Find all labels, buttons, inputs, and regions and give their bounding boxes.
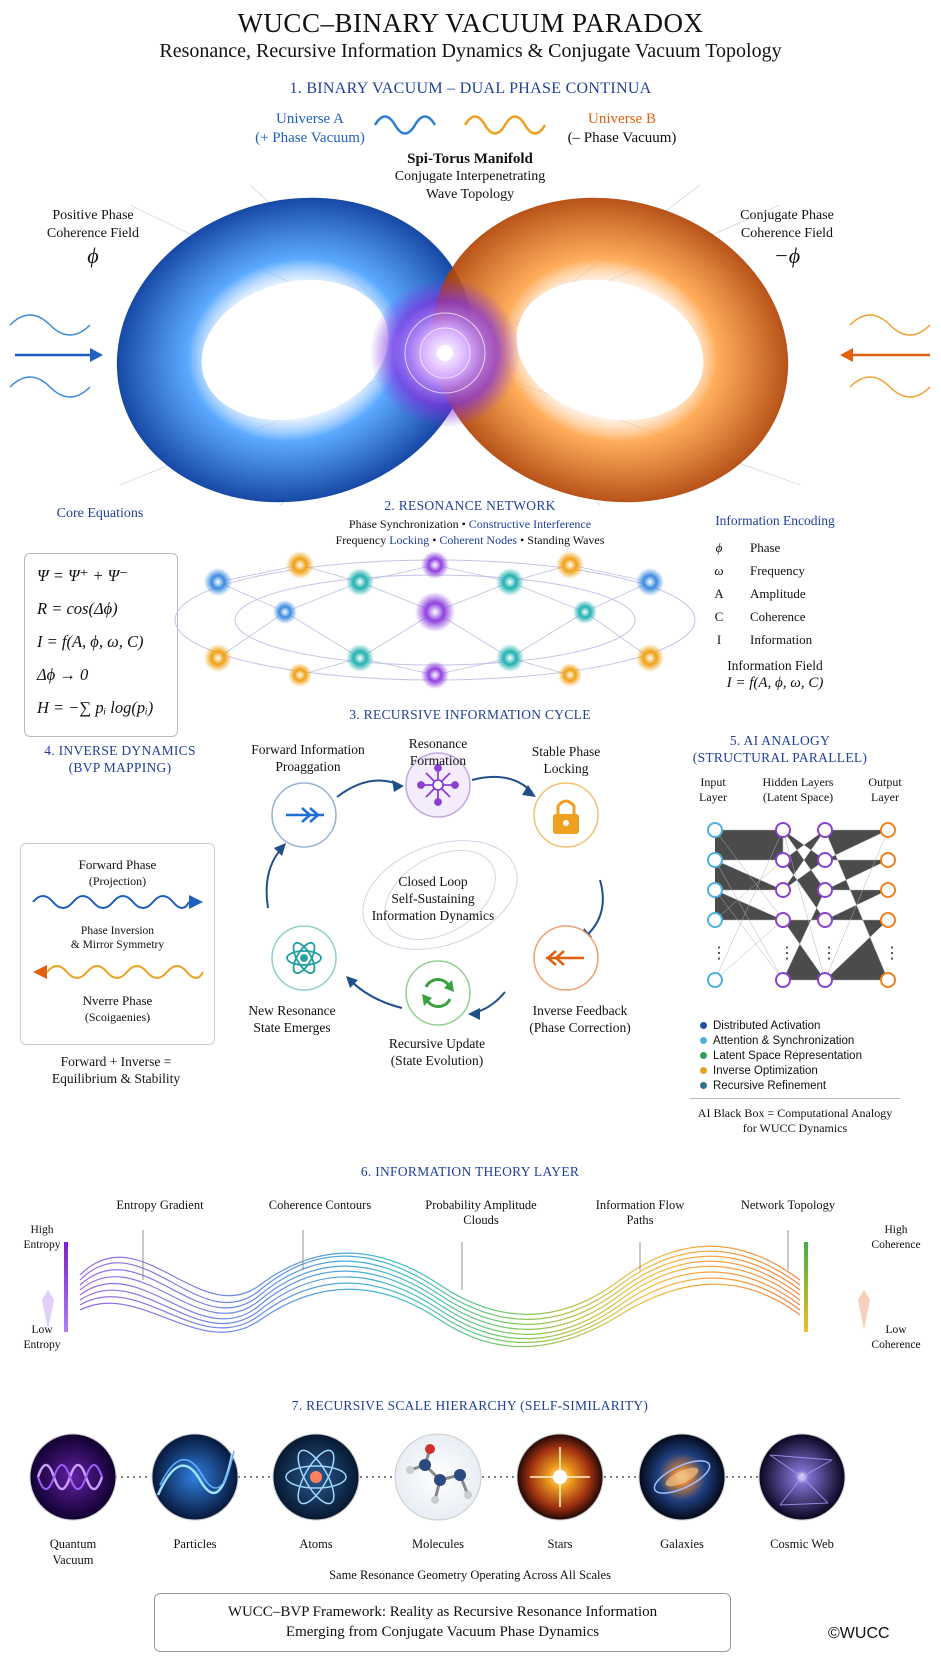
copyright: ©WUCC — [828, 1625, 890, 1642]
cycle-label-inverse: Inverse Feedback(Phase Correction) — [529, 1003, 631, 1035]
resonance-caption-1: Phase Synchronization • Constructive Int… — [348, 517, 592, 531]
svg-text:⋮: ⋮ — [779, 945, 795, 962]
particles-icon — [151, 1433, 239, 1521]
equation-entropy: H = −∑ pᵢ log(pᵢ) — [37, 698, 154, 717]
inverse-dynamics-box: Forward Phase(Projection) Phase Inversio… — [20, 843, 215, 1045]
universe-b-label: Universe B (– Phase Vacuum) — [567, 111, 677, 146]
hidden-layers-label: Hidden Layers(Latent Space) — [762, 775, 834, 804]
ai-legend: Distributed Activation Attention & Synch… — [700, 1020, 900, 1100]
recursive-update-node — [405, 960, 471, 1026]
lock-icon — [553, 799, 579, 834]
cycle-label-update: Recursive Update(State Evolution) — [388, 1036, 486, 1068]
legend-attention: Attention & Synchronization — [700, 1035, 854, 1047]
atom-icon — [286, 941, 322, 975]
phase-inversion-label: Phase Inversion& Mirror Symmetry — [70, 925, 165, 951]
scale-label-particles: Particles — [173, 1537, 217, 1551]
svg-text:⋮: ⋮ — [821, 945, 837, 962]
section4-heading: 4. INVERSE DYNAMICS(BVP MAPPING) — [44, 743, 196, 775]
svg-text:⋮: ⋮ — [711, 945, 727, 962]
information-wave-field — [42, 1230, 870, 1348]
positive-phase-label: Positive Phase Coherence Field ϕ — [46, 208, 140, 268]
equation-phase-lock: Δϕ → 0 — [37, 665, 89, 684]
section1-heading: 1. BINARY VACUUM – DUAL PHASE CONTINUA — [289, 80, 652, 97]
legend-latent-space: Latent Space Representation — [700, 1050, 862, 1062]
inverse-wave-icon — [33, 965, 204, 979]
quantum-vacuum-icon — [29, 1433, 117, 1521]
nverre-phase-label: Nverre Phase(Scoigaenies) — [82, 993, 153, 1024]
inverse-equilibrium-caption: Forward + Inverse =Equilibrium & Stabili… — [51, 1054, 181, 1086]
molecules-icon — [394, 1433, 482, 1521]
legend-distributed-activation: Distributed Activation — [700, 1020, 820, 1032]
scale-label-galaxies: Galaxies — [660, 1537, 704, 1551]
section2-heading: 2. RESONANCE NETWORK — [384, 498, 556, 513]
scale-label-atoms: Atoms — [299, 1537, 333, 1551]
scale-caption: Same Resonance Geometry Operating Across… — [329, 1568, 611, 1582]
page-title: WUCC–BINARY VACUUM PARADOX — [237, 8, 704, 38]
legend-inverse-optimization: Inverse Optimization — [700, 1065, 818, 1077]
recursive-cycle-diagram — [265, 752, 604, 1026]
page-subtitle: Resonance, Recursive Information Dynamic… — [159, 40, 782, 62]
neural-network-diagram: ⋮ ⋮ ⋮ ⋮ — [707, 822, 900, 988]
core-equations-heading: Core Equations — [56, 506, 144, 521]
atoms-icon — [272, 1433, 360, 1521]
framework-summary-text: WUCC–BVP Framework: Reality as Recursive… — [227, 1604, 658, 1640]
scale-label-stars: Stars — [547, 1537, 573, 1551]
spi-torus-illustration — [9, 184, 931, 506]
legend-recursive-refinement: Recursive Refinement — [700, 1080, 826, 1092]
universe-a-label: Universe A (+ Phase Vacuum) — [255, 111, 365, 146]
cosmic-web-icon — [758, 1433, 846, 1521]
resonance-nodes — [204, 551, 664, 689]
resonance-caption-2: Frequency Locking • Coherent Nodes • Sta… — [335, 533, 605, 547]
information-field-equation: I = f(A, ϕ, ω, C) — [726, 675, 824, 691]
resonance-network-diagram — [174, 551, 696, 689]
framework-summary-box: WUCC–BVP Framework: Reality as Recursive… — [154, 1593, 731, 1652]
universe-waves-icon — [373, 115, 547, 135]
ai-divider — [690, 1098, 900, 1099]
info-label-network-topology: Network Topology — [740, 1198, 836, 1212]
section7-heading: 7. RECURSIVE SCALE HIERARCHY (SELF-SIMIL… — [291, 1398, 649, 1413]
scale-label-cosmic-web: Cosmic Web — [770, 1537, 834, 1551]
forward-wave-icon — [32, 895, 203, 909]
equation-resonance: R = cos(Δϕ) — [37, 599, 118, 618]
svg-text:⋮: ⋮ — [884, 945, 900, 962]
encoding-heading: Information Encoding — [715, 513, 835, 528]
scale-label-molecules: Molecules — [411, 1537, 465, 1551]
manifold-caption: Spi-Torus Manifold Conjugate Interpenetr… — [394, 151, 546, 202]
forward-phase-label: Forward Phase(Projection) — [78, 857, 157, 888]
information-field-title: Information Field — [727, 658, 823, 673]
info-label-entropy-gradient: Entropy Gradient — [116, 1198, 204, 1212]
info-label-coherence-contours: Coherence Contours — [268, 1198, 372, 1212]
core-equations-box: Ψ = Ψ⁺ + Ψ⁻ R = cos(Δϕ) I = f(A, ϕ, ω, C… — [24, 553, 178, 737]
galaxies-icon — [638, 1433, 726, 1521]
scale-hierarchy-strip — [29, 1433, 846, 1521]
refresh-icon — [422, 977, 454, 1009]
equation-information: I = f(A, ϕ, ω, C) — [37, 632, 144, 651]
section6-heading: 6. INFORMATION THEORY LAYER — [360, 1164, 580, 1179]
section5-heading: 5. AI ANALOGY(STRUCTURAL PARALLEL) — [692, 733, 868, 765]
section3-heading: 3. RECURSIVE INFORMATION CYCLE — [349, 707, 591, 722]
stars-icon — [516, 1433, 604, 1521]
equation-superposition: Ψ = Ψ⁺ + Ψ⁻ — [37, 566, 128, 585]
conjugate-phase-label: Conjugate Phase Coherence Field −ϕ — [740, 208, 834, 268]
